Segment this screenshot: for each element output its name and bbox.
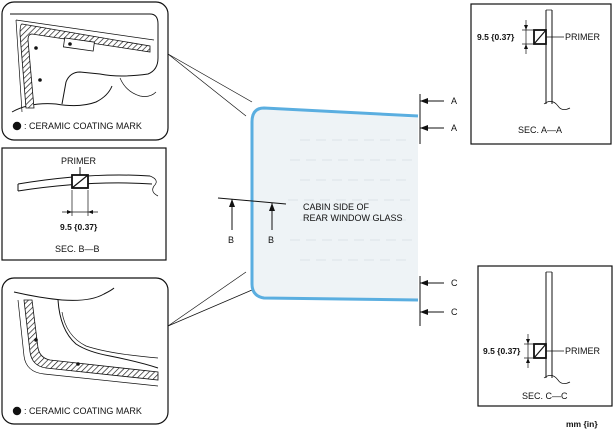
arrow-label-a-bottom: A: [451, 123, 457, 133]
section-label-cc: SEC. C—C: [522, 391, 568, 401]
rear-window-glass: [250, 106, 419, 302]
glass-body: [252, 107, 418, 301]
section-a-a-detail: PRIMER 9.5 {0.37} SEC. A—A: [470, 3, 612, 145]
dimension-bb: 9.5 {0.37}: [60, 222, 98, 232]
section-b-b-frame: [1, 147, 167, 261]
arrow-label-a-top: A: [451, 96, 457, 106]
ceramic-mark-legend-top: : CERAMIC COATING MARK: [24, 121, 142, 131]
detail-top-left-frame: [1, 1, 169, 141]
arrow-label-c-bottom: C: [451, 307, 458, 317]
section-label-bb: SEC. B—B: [55, 244, 100, 254]
section-c-c-frame: [477, 265, 613, 407]
arrow-label-b-right: B: [268, 235, 274, 245]
ceramic-mark-legend-dot: [12, 121, 22, 131]
arrow-label-b-left: B: [228, 235, 234, 245]
dimension-aa: 9.5 {0.37}: [477, 32, 515, 42]
primer-label-bb: PRIMER: [61, 156, 97, 166]
primer-label-cc: PRIMER: [565, 346, 601, 356]
ceramic-mark-legend-dot-bottom: [12, 406, 22, 416]
section-a-a-frame: [470, 3, 612, 145]
section-label-aa: SEC. A—A: [518, 125, 562, 135]
detail-bottom-left-frame: [1, 277, 169, 425]
ceramic-mark-legend-bottom: : CERAMIC COATING MARK: [24, 406, 142, 416]
ceramic-band-bottom: [23, 299, 159, 381]
units-label: mm {in}: [566, 419, 598, 429]
primer-outline: [250, 106, 419, 302]
detail-top-left: : CERAMIC COATING MARK: [1, 1, 169, 141]
callout-lines: [167, 53, 253, 327]
section-arrows: A A C C B B: [217, 94, 458, 326]
section-c-c-detail: PRIMER 9.5 {0.37} SEC. C—C: [477, 265, 613, 407]
arrow-label-c-top: C: [451, 278, 458, 288]
section-b-b-detail: PRIMER 9.5 {0.37} SEC. B—B: [1, 147, 167, 261]
primer-label-aa: PRIMER: [565, 32, 601, 42]
detail-bottom-left: : CERAMIC COATING MARK: [1, 277, 169, 425]
dimension-cc: 9.5 {0.37}: [483, 346, 521, 356]
ceramic-band-top: [19, 23, 151, 109]
cabin-side-label-line2: REAR WINDOW GLASS: [303, 213, 403, 223]
ceramic-mark-stamp: [62, 37, 95, 52]
cabin-side-label-line1: CABIN SIDE OF: [303, 202, 370, 212]
